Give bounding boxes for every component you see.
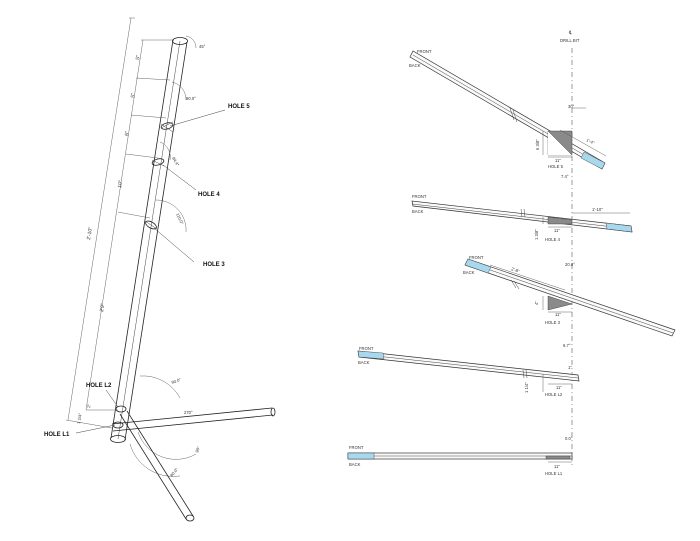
cut-block: [545, 455, 571, 460]
pole-bottom-end: [110, 435, 126, 443]
horizontal-bar-end: [270, 407, 276, 417]
pole-dimensions: [65, 17, 174, 429]
dim-8: 2": [86, 403, 92, 408]
board-hole-5: FRONT BACK 30° 11" 6 3/8" 1'-4" HOLE 5: [409, 49, 607, 170]
dim-5: 2'-10": [86, 227, 94, 241]
board3-angle: 20.0°: [565, 262, 575, 267]
boardl2-back: BACK: [358, 360, 370, 365]
board4-hole: HOLE 4: [545, 237, 561, 242]
boardl2-small: 1": [568, 365, 572, 370]
hole-l2-marker: [115, 405, 127, 413]
hole-3-marker: [145, 220, 157, 230]
board5-angle: 30°: [568, 104, 575, 109]
dim-top: 5": [135, 55, 142, 61]
hole-leaders: [75, 109, 226, 434]
boardl1-hole: HOLE L1: [545, 471, 563, 476]
right-drilling-views: ℄ DRILL BIT FRONT BACK 30° 11" 6 3/8" 1'…: [347, 30, 676, 476]
boardl2-width: 11": [556, 385, 562, 390]
board5-hole: HOLE 5: [548, 164, 564, 169]
board-hole-3: FRONT BACK 20.0° 11" 4" 2'-8" HOLE 3: [463, 255, 676, 337]
angle-top: 45°: [199, 44, 206, 49]
boardl2-front: FRONT: [359, 346, 374, 351]
dim-7: 1 1/4": [76, 412, 83, 424]
board4-angle: 7.4°: [561, 174, 569, 179]
board4-back: BACK: [412, 209, 424, 214]
angle-l1: 270°: [184, 410, 193, 415]
front-mark-blue: [347, 452, 375, 460]
boardl2-hole: HOLE L2: [545, 392, 563, 397]
board5-front: FRONT: [417, 49, 432, 54]
dim-2: 5": [130, 93, 137, 99]
front-mark-blue: [605, 222, 633, 233]
hole-l1-label: HOLE L1: [44, 432, 70, 438]
dim-6: 2'9": [99, 303, 106, 312]
hole-4-marker: [151, 158, 165, 166]
drill-bit-label: DRILL BIT: [560, 38, 580, 43]
hole-5-label: HOLE 5: [228, 104, 250, 110]
left-isometric-view: 5" 5" 6" 10" 2'-10" 2'9" 1 1/4" 2" 45° 9…: [44, 17, 276, 522]
cut-triangle: [547, 295, 573, 311]
board-hole-4: FRONT BACK 7.4° 11" 1 3/8" 1'-10" HOLE 4: [411, 174, 633, 242]
hole-l1-marker: [112, 421, 124, 429]
angle-l1b: 90°: [194, 445, 201, 453]
angle-low: 80.0°: [169, 467, 179, 478]
main-pole: [110, 37, 188, 443]
boardl1-back: BACK: [349, 462, 361, 467]
boardl2-angle: 6.7°: [563, 343, 571, 348]
board3-front: FRONT: [469, 255, 484, 260]
boardl1-angle: 0.0°: [565, 436, 573, 441]
pole-top-end: [172, 37, 188, 45]
board5-back: BACK: [409, 63, 421, 68]
dim-3: 6": [124, 131, 131, 137]
board3-width: 11": [555, 312, 561, 317]
hole-l2-label: HOLE L2: [86, 383, 112, 389]
board4-long: 1'-10": [592, 207, 603, 212]
board3-hole: HOLE 3: [545, 320, 561, 325]
hole-5-marker: [160, 122, 174, 130]
angle-l2: 90.0°: [171, 377, 182, 385]
dim-4: 10": [117, 180, 124, 188]
board5-long: 1'-4": [586, 137, 596, 145]
angle-3: 110.0°: [175, 212, 185, 225]
diagonal-bar-end: [185, 514, 195, 522]
board4-front: FRONT: [412, 194, 427, 199]
front-mark-blue: [357, 350, 385, 360]
boardl1-width: 11": [554, 464, 560, 469]
board3-long: 2'-8": [511, 266, 521, 274]
board-hole-l1: FRONT BACK 0.0° 11" HOLE L1: [347, 436, 573, 476]
board4-width: 11": [554, 228, 560, 233]
cross-members: [111, 407, 276, 522]
board3-height: 4": [534, 301, 539, 305]
front-mark-blue: [580, 151, 606, 170]
centerline-symbol: ℄: [568, 30, 573, 36]
hole-markers: [112, 121, 174, 429]
board-hole-l2: FRONT BACK 6.7° 11" 1 1/4" 1" HOLE L2: [357, 343, 580, 397]
boardl1-front: FRONT: [349, 445, 364, 450]
front-mark-blue: [464, 258, 492, 274]
angle-5: 90.0°: [186, 96, 196, 101]
hole-4-label: HOLE 4: [198, 192, 220, 198]
angle-4: 84.4°: [171, 156, 180, 167]
break-marks: [509, 107, 528, 379]
board4-height: 1 3/8": [534, 229, 539, 240]
pole-dimension-labels: 5" 5" 6" 10" 2'-10" 2'9" 1 1/4" 2": [76, 55, 142, 425]
cut-triangle: [547, 216, 573, 225]
angle-annotations: 45° 90.0° 84.4° 110.0° 90.0° 270° 90° 80…: [129, 35, 206, 478]
boardl2-height: 1 1/4": [524, 382, 529, 393]
board5-height: 6 3/8": [535, 139, 540, 150]
hole-3-label: HOLE 3: [203, 262, 225, 268]
board5-width: 11": [555, 158, 561, 163]
board3-back: BACK: [463, 270, 475, 275]
